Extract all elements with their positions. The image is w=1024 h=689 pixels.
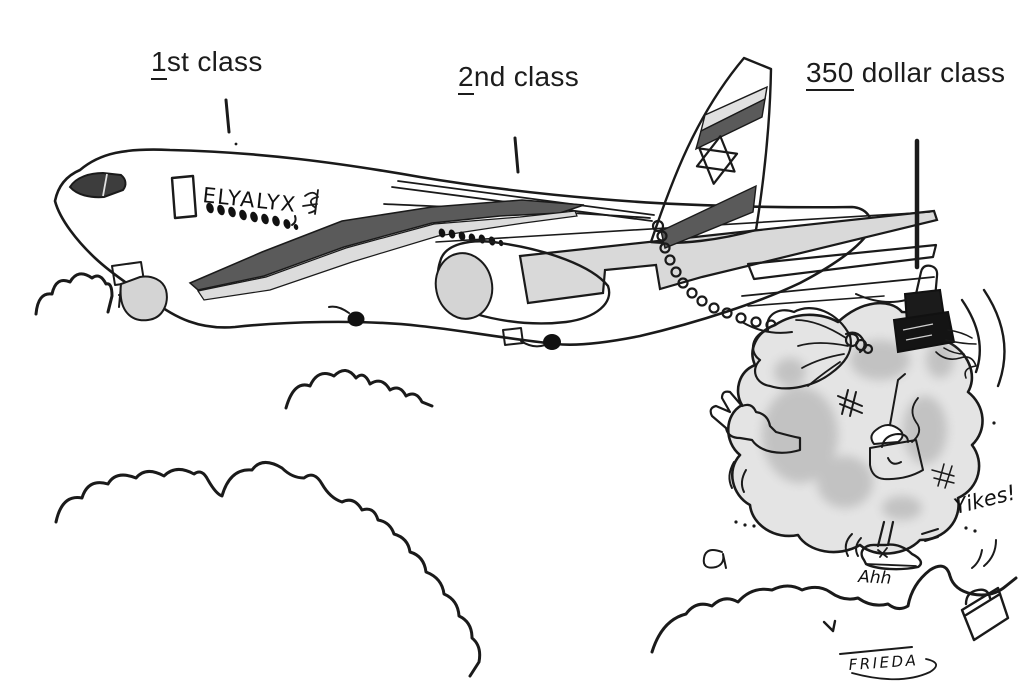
fin-body (649, 56, 773, 245)
airline-lettering: ELYALYX (201, 183, 297, 217)
signature-tick (822, 619, 837, 633)
shoe-motion-arcs (844, 533, 862, 557)
arm-and-hand (709, 390, 802, 454)
clouds (34, 272, 1018, 678)
airplane: ELYALYX (53, 56, 939, 350)
cloud-small-left (34, 272, 114, 316)
label-second-class: 2nd class (458, 61, 579, 95)
tail-fin (649, 56, 773, 249)
patch-hatch-marks (837, 389, 955, 489)
passenger-head (914, 264, 939, 300)
hat-fur-strokes (935, 329, 977, 379)
signature-flourish (851, 658, 937, 681)
pointer-lines (224, 98, 920, 270)
elevator-line-2 (747, 295, 885, 307)
rear-wheel (543, 334, 561, 350)
cockpit-window (68, 171, 127, 199)
sack-wrinkle-squiggle (911, 397, 921, 443)
sack-fold-lines (795, 319, 849, 387)
handbag-doodle (869, 433, 924, 481)
sack-shading (762, 340, 954, 520)
signature-text: FRIEDA (848, 651, 919, 674)
label-second-class-number: 2 (458, 61, 474, 95)
small-a-doodle (702, 549, 727, 569)
horizontal-stabilizer (746, 243, 938, 281)
shoe-laces (865, 547, 917, 567)
engine-intake (434, 252, 494, 320)
ahh-text: Ahh (857, 567, 892, 589)
window-row-front (206, 202, 299, 230)
arm-motion-slashes (728, 461, 747, 493)
star-of-david-icon (695, 135, 739, 185)
rear-gear-strut (520, 340, 546, 348)
label-dollar-class-number: 350 (806, 57, 854, 91)
suitcase-lid-line (964, 592, 1002, 617)
wing (518, 209, 939, 305)
hebrew-scribble (302, 189, 319, 215)
label-second-class-rest: nd class (473, 61, 579, 92)
lettering-comma (291, 215, 297, 226)
cockpit-divider (102, 173, 108, 197)
label-first-class-rest: st class (166, 46, 263, 77)
cloud-large-bottom-left (54, 461, 482, 678)
motion-marks (234, 142, 1006, 569)
leg-lines (876, 520, 895, 548)
suitcase-handle (964, 588, 992, 606)
falling-dots (234, 142, 996, 533)
fin-band-dark-top (694, 97, 766, 151)
cloud-small-mid (284, 369, 434, 410)
label-dollar-class: 350 dollar class (806, 57, 1006, 91)
label-first-class-number: 1 (151, 46, 167, 80)
landing-gear (111, 261, 561, 350)
pointer-first-class (224, 98, 231, 134)
hat-highlight-lines (902, 323, 934, 341)
whoosh-right-large (982, 288, 1006, 388)
label-dollar-class-rest: dollar class (853, 57, 1006, 88)
money-sack (727, 301, 984, 555)
elevator-line-1 (741, 276, 935, 297)
passenger (709, 264, 977, 571)
fuselage (53, 148, 873, 347)
sack-gathers (751, 307, 852, 390)
mid-wheel (347, 311, 365, 327)
chain-knot (844, 331, 874, 355)
suitcase (960, 586, 1010, 642)
signature: FRIEDA (822, 619, 937, 681)
whoosh-above-sack (855, 293, 907, 303)
nose-wheel (119, 275, 168, 322)
shoe (860, 543, 923, 571)
livery-stripe-light (197, 210, 578, 301)
cabin-door (170, 174, 198, 220)
needle-doodle (870, 373, 906, 445)
whoosh-right-small (960, 298, 981, 374)
engine (434, 240, 611, 325)
whoosh-left-of-sack (741, 321, 793, 334)
pointer-second-class (513, 136, 520, 174)
cloud-bottom-middle (650, 564, 1018, 654)
signature-topbar (839, 646, 913, 655)
shoe-motion-dashes (921, 528, 939, 542)
label-first-class: 1st class (151, 46, 263, 80)
mid-gear-strut (328, 305, 350, 314)
fin-band-dark-base (660, 184, 757, 249)
suitcase-body (960, 586, 1010, 642)
yikes-motion-slashes (971, 539, 997, 569)
